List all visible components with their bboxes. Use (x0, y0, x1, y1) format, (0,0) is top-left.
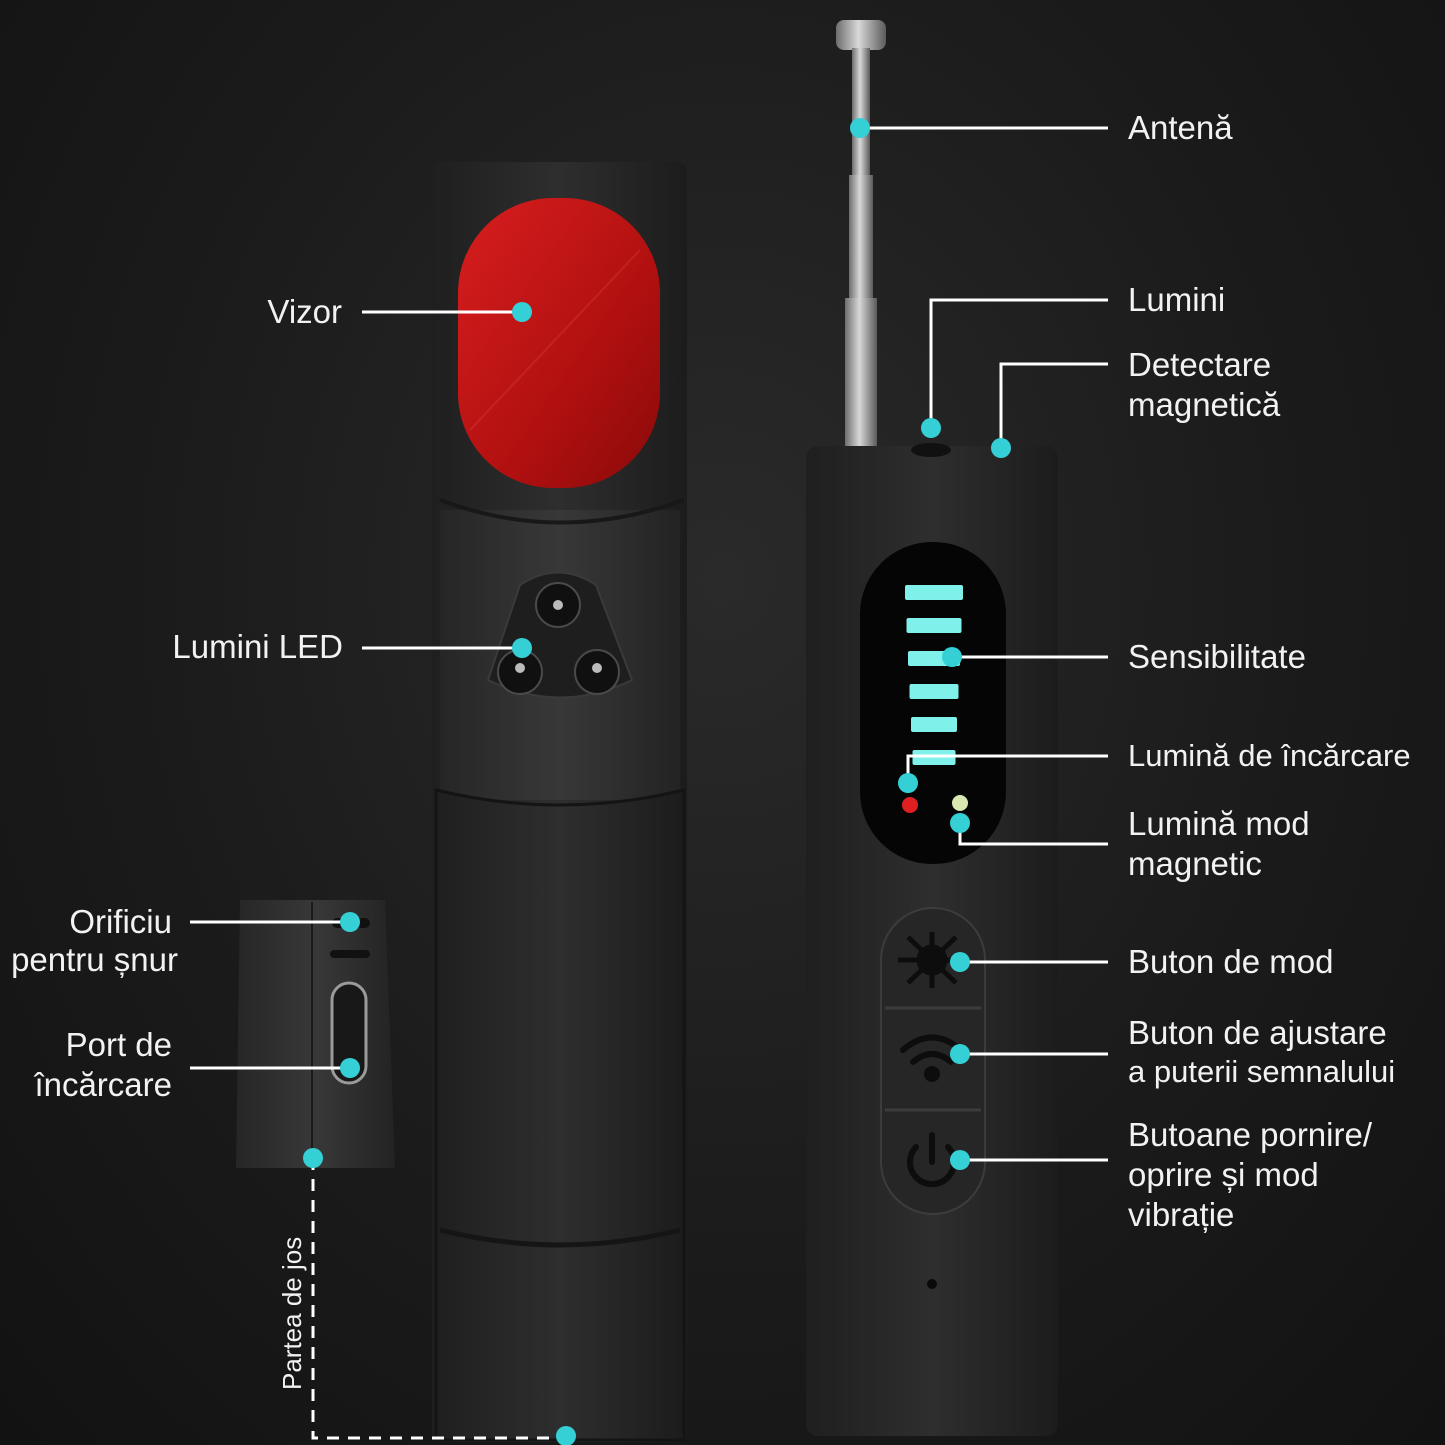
sensitivity-bar (905, 585, 963, 600)
label-charging-light: Lumină de încărcare (1128, 738, 1411, 773)
label-signal-button-2: a puterii semnalului (1128, 1054, 1396, 1089)
label-sensitivity: Sensibilitate (1128, 638, 1306, 675)
sensitivity-bar (909, 684, 959, 699)
sun-burst-icon (898, 932, 966, 988)
bottom-view (236, 900, 395, 1168)
label-mode-button: Buton de mod (1128, 943, 1334, 980)
label-lights: Lumini (1128, 281, 1226, 318)
label-power-button-3: vibrație (1128, 1196, 1235, 1233)
microphone-hole (927, 1279, 937, 1289)
label-signal-button-1: Buton de ajustare (1128, 1014, 1387, 1051)
label-charging-port-2: încărcare (34, 1066, 172, 1103)
label-charging-port-1: Port de (65, 1026, 172, 1063)
label-antenna: Antenă (1128, 109, 1233, 146)
button-strip (880, 907, 986, 1215)
display-panel (860, 542, 1006, 864)
magnetic-led (952, 795, 968, 811)
sensitivity-bar (911, 717, 957, 732)
label-magnetic-detection-2: magnetică (1128, 386, 1281, 423)
label-magnetic-mode-light-1: Lumină mod (1128, 805, 1310, 842)
label-viewfinder: Vizor (267, 293, 342, 330)
label-power-button-2: oprire și mod (1128, 1156, 1319, 1193)
sensitivity-bar (906, 618, 962, 633)
markers (303, 118, 1011, 1445)
left-device (432, 162, 687, 1442)
viewfinder-lens (458, 198, 660, 488)
charging-port (330, 981, 368, 1085)
antenna-tip (836, 20, 886, 50)
label-power-button-1: Butoane pornire/ (1128, 1116, 1373, 1153)
label-magnetic-detection-1: Detectare (1128, 346, 1272, 383)
charging-led (902, 797, 918, 813)
label-lanyard-hole-2: pentru șnur (11, 941, 178, 978)
label-magnetic-mode-light-2: magnetic (1128, 845, 1262, 882)
label-bottom-part: Partea de jos (277, 1236, 307, 1390)
label-lanyard-hole-1: Orificiu (69, 903, 172, 940)
label-led-lights: Lumini LED (172, 628, 343, 665)
right-device (806, 20, 1058, 1436)
